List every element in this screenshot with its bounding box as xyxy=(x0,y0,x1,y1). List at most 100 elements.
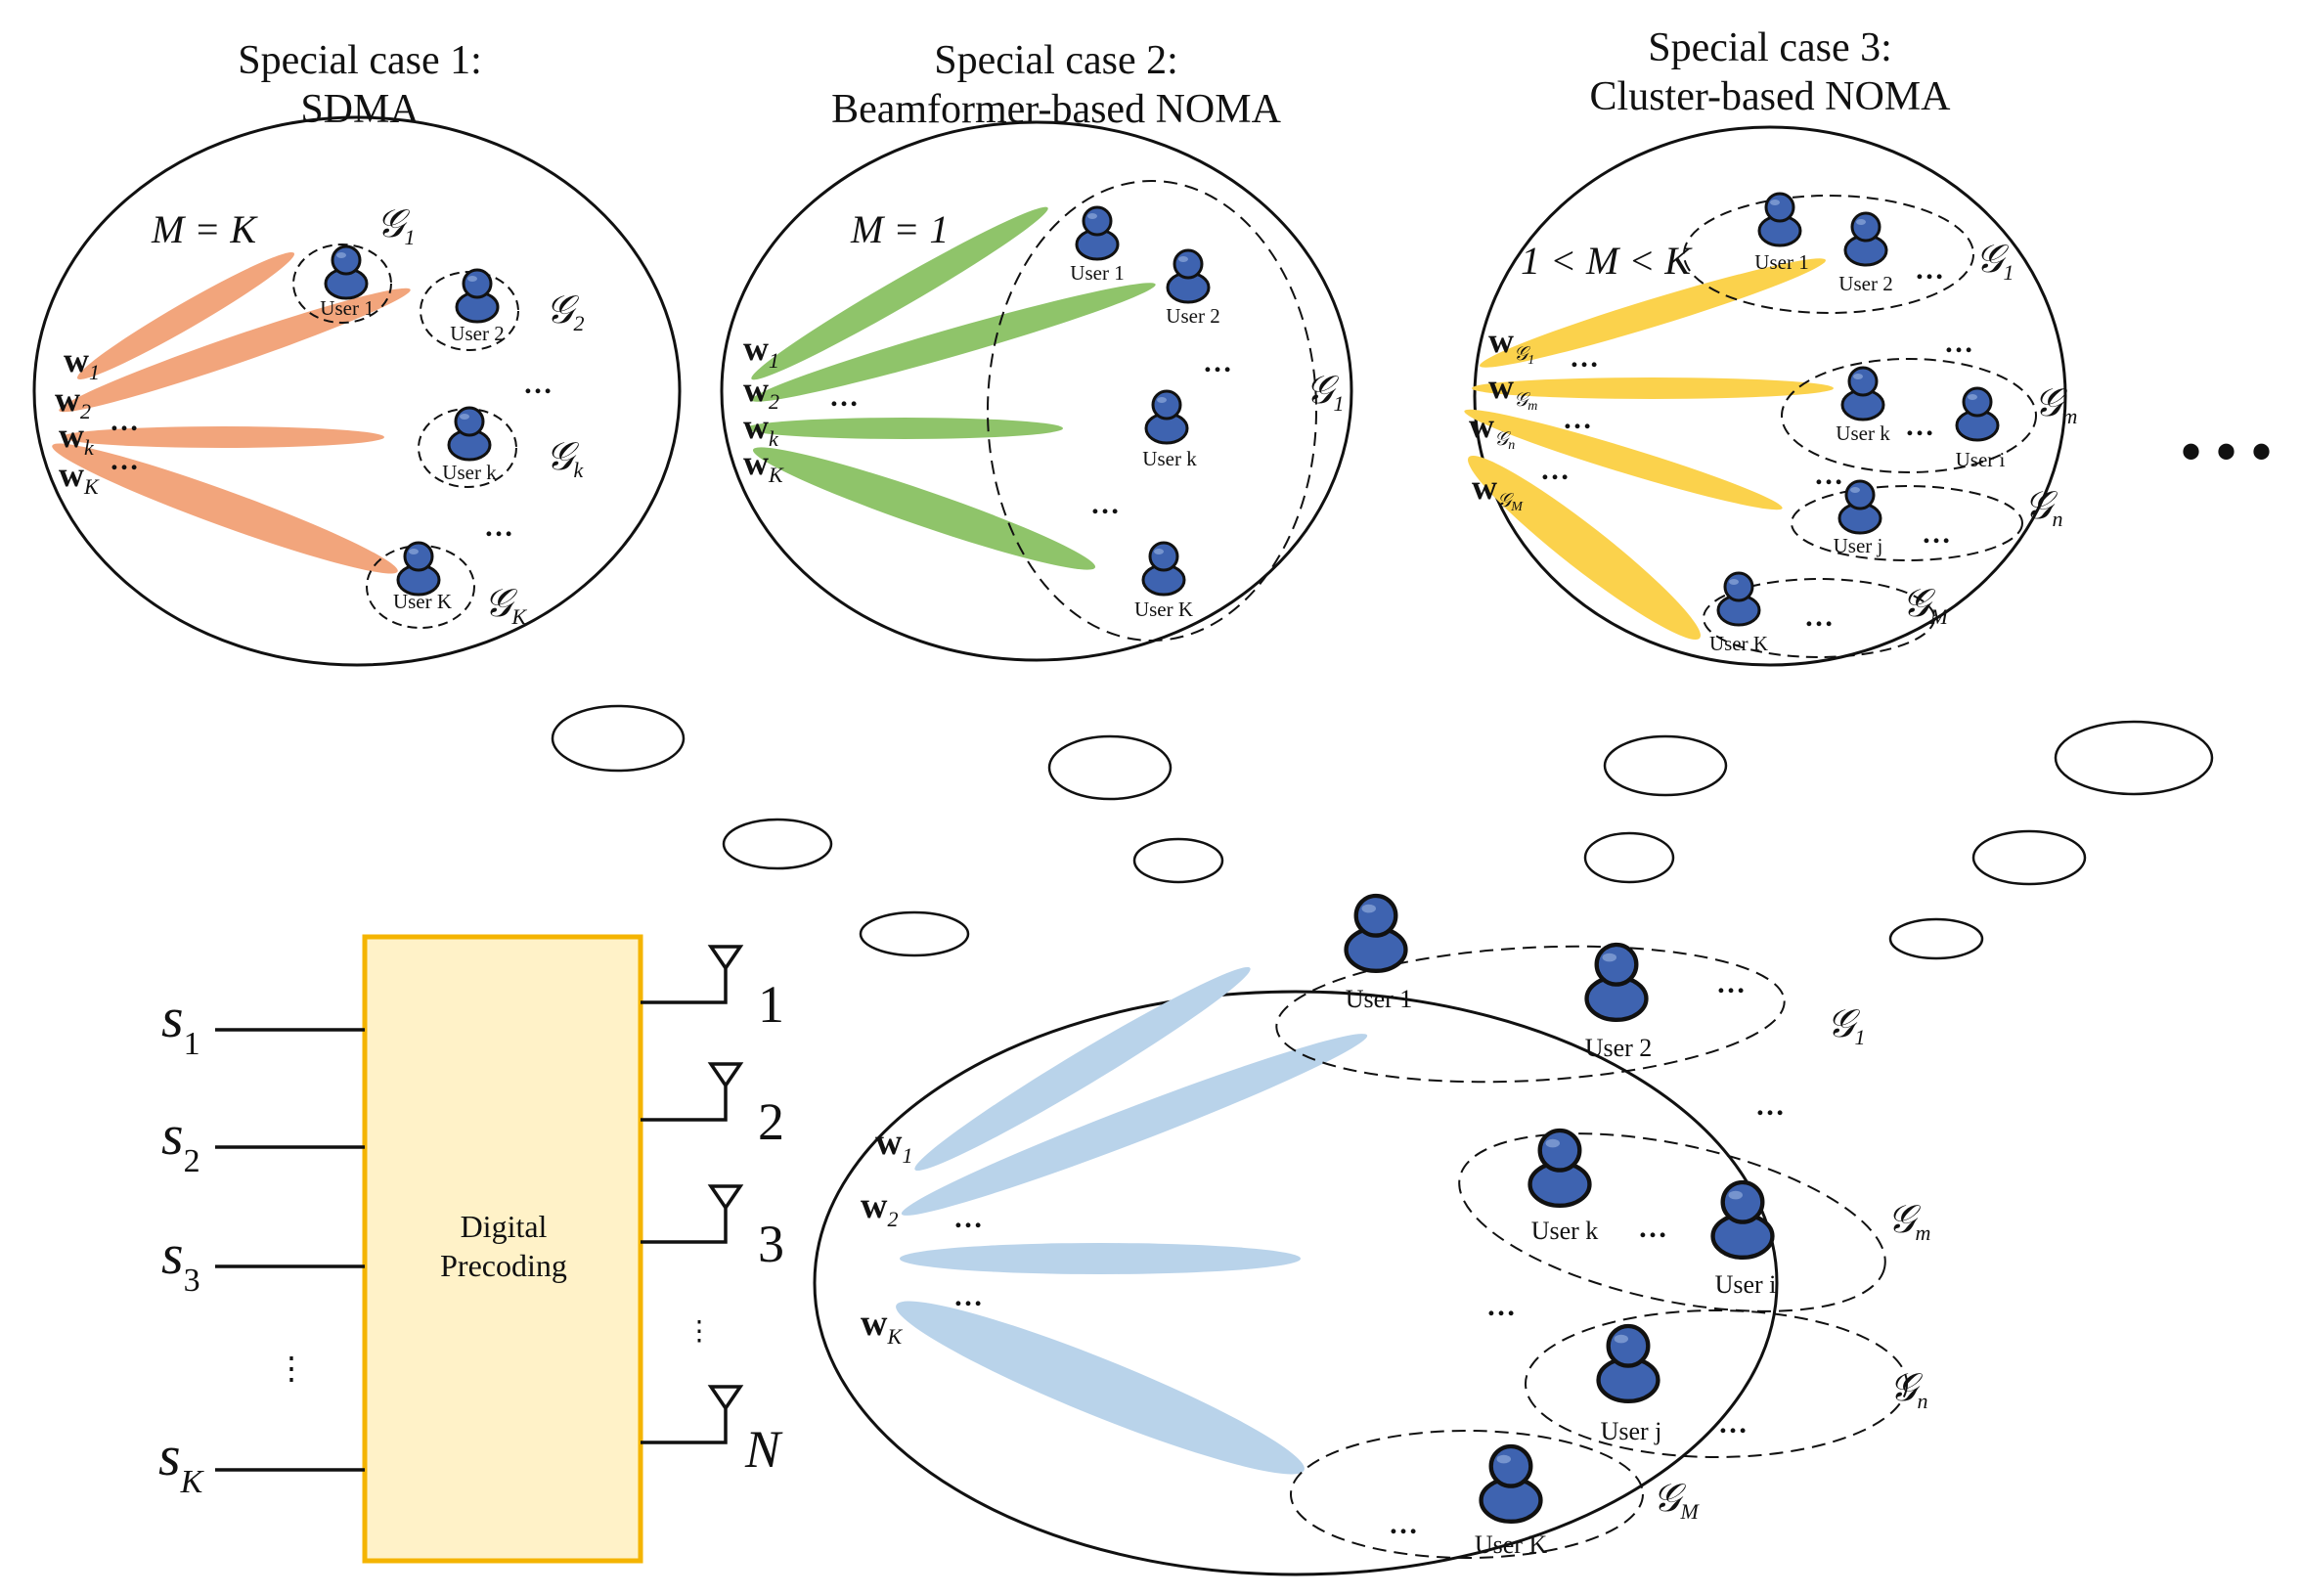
case3-beam-dots-1: … xyxy=(1570,341,1601,374)
transmitter: Digital Precoding s1 s2 s3 ⋮ sK 1 2 3 ⋮ … xyxy=(158,934,784,1564)
case1-beam-K xyxy=(52,443,398,574)
case1-userk-icon xyxy=(447,406,492,462)
case3-group-M-ellipse xyxy=(1703,578,1935,658)
case2-group-1-ellipse xyxy=(987,180,1317,642)
general-useri-label: User i xyxy=(1715,1270,1777,1299)
case3-userK-icon xyxy=(1716,571,1761,627)
case3-beams xyxy=(1464,258,1834,640)
case3-useri-label: User i xyxy=(1956,448,2006,471)
case2-beam-K xyxy=(752,447,1096,570)
case2-userK-icon xyxy=(1141,541,1186,597)
case3-group-m-ellipse xyxy=(1781,358,2037,473)
case1-userk-label: User k xyxy=(442,461,497,484)
case3-beam-M xyxy=(1468,456,1701,640)
general-g1-dots: … xyxy=(1716,967,1748,999)
case1-dots-2: … xyxy=(523,368,554,400)
case3-gM-dots: … xyxy=(1804,600,1836,633)
case3-user2-icon xyxy=(1843,211,1888,267)
case3-userk-label: User k xyxy=(1836,421,1890,445)
antenna-vdots: ⋮ xyxy=(686,1316,713,1347)
case1-w1-label: w1 xyxy=(64,340,100,384)
case3-w1-label: w𝒢1 xyxy=(1488,321,1534,368)
case3-group-1-ellipse xyxy=(1683,195,1974,314)
precoding-label-line1: Digital xyxy=(461,1209,548,1244)
general-userK-icon xyxy=(1482,1446,1541,1522)
panel-special-case-3: Special case 3: Cluster-based NOMA 1 < M… xyxy=(1464,25,2077,667)
bubble-4a xyxy=(2054,720,2214,796)
case1-dots-3: … xyxy=(484,510,515,543)
general-beam-dots-1: … xyxy=(953,1202,985,1234)
general-userk-icon xyxy=(1530,1130,1590,1206)
general-w2-label: w2 xyxy=(861,1185,898,1231)
general-beam-1 xyxy=(914,966,1251,1172)
case2-w1-label: w1 xyxy=(743,329,779,373)
bubble-2c xyxy=(859,910,970,957)
general-user2-icon xyxy=(1587,945,1647,1020)
general-gn-dots: … xyxy=(1718,1407,1749,1440)
antennas xyxy=(641,945,744,1444)
case1-userK-label: User K xyxy=(393,590,452,613)
case2-beam-k xyxy=(746,418,1063,439)
general-userj-icon xyxy=(1599,1326,1659,1401)
antenna-label-3: 3 xyxy=(758,1215,784,1273)
case1-user2-icon xyxy=(455,268,500,324)
input-s3: s3 xyxy=(161,1222,200,1299)
general-group-m-ellipse xyxy=(1458,1132,1886,1312)
antenna-label-1: 1 xyxy=(758,975,784,1034)
case2-beam-dots: … xyxy=(829,380,861,413)
case1-beams xyxy=(52,252,411,574)
case1-beam-1 xyxy=(76,252,295,379)
case2-title-line2: Beamformer-based NOMA xyxy=(831,87,1282,132)
case2-user1-icon xyxy=(1075,205,1120,261)
general-dots-a: … xyxy=(1755,1089,1787,1122)
antenna-N xyxy=(641,1385,744,1444)
case1-group-K-label: 𝒢K xyxy=(484,581,527,629)
case3-wm-label: w𝒢m xyxy=(1488,367,1537,414)
case2-dots-2: … xyxy=(1090,488,1122,520)
general-beam-K xyxy=(896,1301,1305,1475)
case3-dots-b: … xyxy=(1814,459,1845,491)
case1-beam-dots-2: … xyxy=(110,444,141,476)
case2-userK-label: User K xyxy=(1134,598,1193,621)
antenna-3 xyxy=(641,1184,744,1244)
case3-group-n-ellipse xyxy=(1791,485,2023,561)
general-group-M-label: 𝒢M xyxy=(1653,1476,1700,1524)
general-userj-label: User j xyxy=(1601,1417,1662,1445)
case3-group-M-label: 𝒢M xyxy=(1902,581,1949,629)
case3-gn-dots: … xyxy=(1922,517,1953,550)
input-vdots: ⋮ xyxy=(276,1351,307,1386)
case1-user2-label: User 2 xyxy=(450,322,504,345)
case1-title-line2: SDMA xyxy=(300,87,420,132)
case2-w2-label: w2 xyxy=(743,370,779,414)
case1-beam-2 xyxy=(59,288,411,413)
general-useri-icon xyxy=(1713,1182,1773,1258)
case2-beam-2 xyxy=(751,283,1156,402)
case3-beam-n xyxy=(1464,409,1783,510)
general-group-m-label: 𝒢m xyxy=(1887,1197,1930,1245)
case3-userk-icon xyxy=(1840,366,1885,421)
case3-gm-dots: … xyxy=(1905,410,1936,442)
general-cell-ellipse xyxy=(813,990,1779,1576)
bubble-4c xyxy=(1888,917,1984,960)
panel-general-case: w1 w2 wK … … User 1 User 2 … 𝒢1 … User k… xyxy=(813,896,1930,1576)
case3-userj-icon xyxy=(1837,479,1882,535)
case3-group-1-label: 𝒢1 xyxy=(1975,237,2014,285)
precoding-label-line2: Precoding xyxy=(440,1248,567,1283)
case1-group-1-ellipse xyxy=(292,244,392,324)
general-group-n-ellipse xyxy=(1525,1309,1908,1458)
case3-beam-m xyxy=(1472,377,1834,399)
input-sK: sK xyxy=(158,1424,205,1500)
case3-user2-label: User 2 xyxy=(1838,272,1892,295)
case3-dots-a: … xyxy=(1944,327,1975,359)
general-beams xyxy=(896,966,1368,1475)
case2-wK-label: wK xyxy=(743,443,784,487)
case2-user2-label: User 2 xyxy=(1166,304,1219,328)
case2-userk-icon xyxy=(1144,389,1189,445)
case2-wk-label: wk xyxy=(743,407,779,451)
general-group-1-label: 𝒢1 xyxy=(1827,1001,1865,1049)
general-dots-b: … xyxy=(1486,1290,1518,1322)
bubble-2b xyxy=(1132,837,1224,884)
bubble-3b xyxy=(1583,831,1675,884)
bubble-3a xyxy=(1603,734,1728,797)
general-beam-2 xyxy=(901,1034,1368,1216)
